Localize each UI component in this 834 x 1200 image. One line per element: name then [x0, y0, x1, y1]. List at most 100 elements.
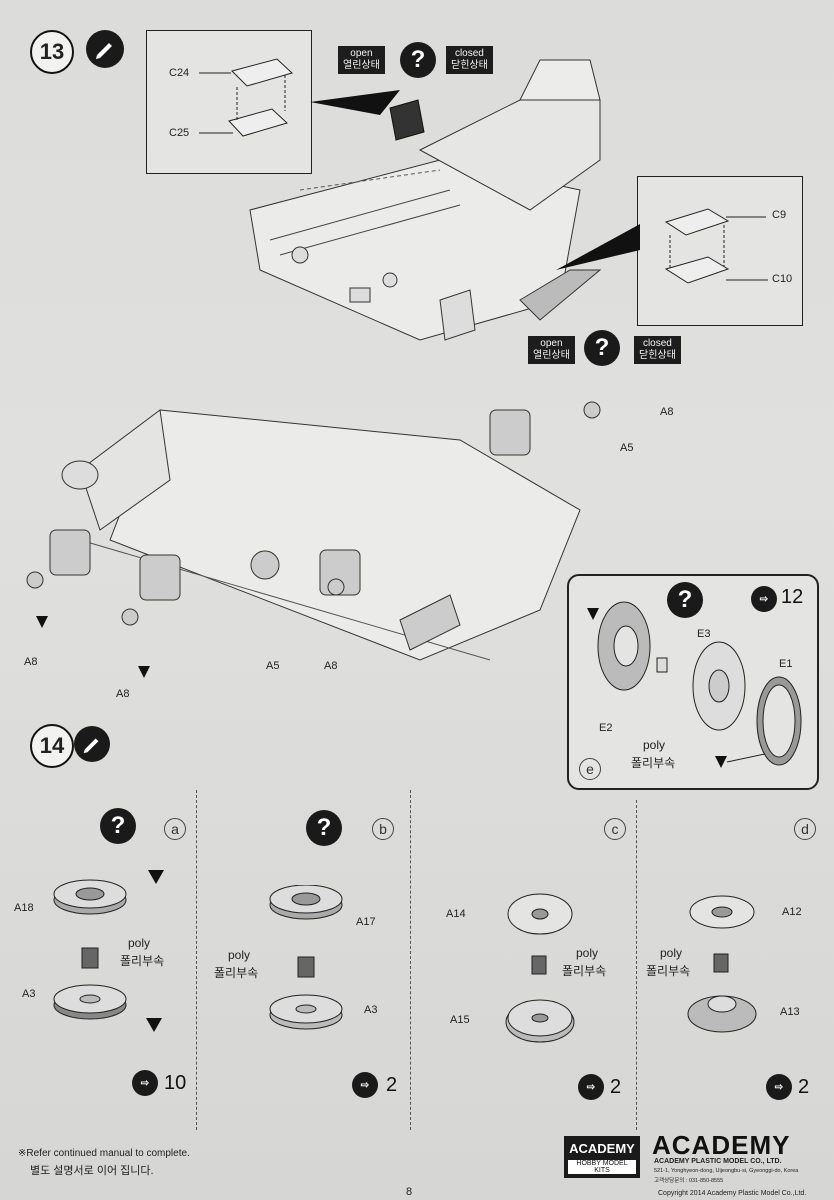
panel-letter-c: c — [604, 818, 626, 840]
poly-label-a: poly — [128, 936, 151, 950]
part-label-a5-right: A5 — [620, 442, 634, 454]
divider-2 — [410, 790, 411, 1130]
question-icon-2: ? — [584, 330, 620, 366]
question-mark-text: ? — [410, 46, 426, 73]
poly-label-e: poly — [643, 738, 666, 752]
closed-en: closed — [454, 48, 484, 59]
glue-icon — [86, 30, 124, 68]
poly-label-c: poly — [576, 946, 599, 960]
panel-letter-d: d — [794, 818, 816, 840]
lower-hull-drawing — [26, 401, 601, 678]
part-label-c9: C9 — [772, 209, 787, 221]
inset-hatch-left: C24 C25 — [146, 30, 312, 174]
poly-label-b: poly — [228, 948, 251, 962]
logo-small-bottom: HOBBY MODEL KITS — [568, 1160, 636, 1174]
inset-hatch-right: C9 C10 — [637, 176, 803, 326]
footer-note-en: ※Refer continued manual to complete. — [18, 1148, 190, 1159]
closed-ko: 닫힌상태 — [451, 60, 488, 71]
repeat-icon-d: ⇨ — [766, 1074, 792, 1100]
logo-small-top: ACADEMY — [569, 1141, 635, 1156]
step-14-number-text: 14 — [39, 733, 65, 758]
repeat-icon-e: ⇨ — [751, 586, 777, 612]
part-label-a3-b: A3 — [364, 1004, 378, 1016]
poly-label-d-ko: 폴리부속 — [646, 964, 691, 978]
hatch-drawing-right — [664, 208, 768, 284]
upper-hull-drawing — [249, 59, 602, 341]
wheel-b-drawing — [269, 885, 343, 1030]
question-icon-a: ? — [100, 808, 136, 844]
part-label-a15: A15 — [450, 1014, 470, 1026]
leader-arrow-right — [556, 224, 640, 270]
step-13-number-text: 13 — [39, 39, 65, 64]
part-label-c25: C25 — [169, 127, 190, 139]
quantity-a: 10 — [164, 1072, 187, 1094]
question-mark-e: ? — [677, 586, 693, 613]
step-13-number: 13 — [30, 30, 74, 74]
subassembly-e-box: ? ⇨ 12 E3 E1 E2 poly 폴리부속 e — [567, 574, 819, 790]
quantity-b: 2 — [386, 1074, 398, 1096]
divider-3 — [636, 800, 637, 1130]
poly-label-d: poly — [660, 946, 683, 960]
repeat-icon-c: ⇨ — [578, 1074, 604, 1100]
open-ko-2: 열린상태 — [533, 350, 570, 361]
academy-hobby-logo: ACADEMY HOBBY MODEL KITS — [564, 1136, 640, 1178]
part-label-a3-a: A3 — [22, 988, 36, 1000]
panel-letter-a: a — [164, 818, 186, 840]
wheel-a-drawing — [53, 870, 164, 1032]
question-icon: ? — [400, 42, 436, 78]
part-label-a14: A14 — [446, 908, 466, 920]
part-label-a18: A18 — [14, 902, 34, 914]
company-phone: 고객상담문의 : 031-850-8555 — [654, 1178, 724, 1184]
part-label-e2: E2 — [599, 722, 613, 734]
closed-ko-2: 닫힌상태 — [639, 350, 676, 361]
poly-label-b-ko: 폴리부속 — [214, 966, 259, 980]
footer-note-ko: 별도 설명서로 이어 집니다. — [30, 1165, 154, 1177]
academy-big-logo: ACADEMY — [652, 1130, 791, 1160]
quantity-c: 2 — [610, 1076, 622, 1098]
panel-letter-b: b — [372, 818, 394, 840]
sprocket-d-drawing — [687, 895, 757, 1033]
open-en: open — [350, 48, 373, 59]
glue-icon-14 — [74, 726, 110, 762]
open-ko: 열린상태 — [343, 60, 380, 71]
part-label-a8-bottom: A8 — [324, 660, 338, 672]
company-address: 521-1, Yonghyeon-dong, Uijeongbu-si, Gye… — [654, 1168, 799, 1174]
quantity-d: 2 — [798, 1076, 810, 1098]
part-label-c10: C10 — [772, 273, 793, 285]
part-label-a8-left2: A8 — [116, 688, 130, 700]
question-icon-e: ? — [667, 582, 703, 618]
part-label-a13: A13 — [780, 1006, 800, 1018]
question-icon-b: ? — [306, 810, 342, 846]
wheel-e-drawing — [587, 601, 802, 768]
part-label-a8-right: A8 — [660, 406, 674, 418]
poly-label-c-ko: 폴리부속 — [562, 964, 607, 978]
part-label-a5-bottom: A5 — [266, 660, 280, 672]
open-en-2: open — [540, 338, 563, 349]
hatch-drawing-left — [199, 58, 293, 137]
company-name: ACADEMY PLASTIC MODEL CO., LTD. — [654, 1158, 782, 1165]
closed-en-2: closed — [642, 338, 672, 349]
step-14-number: 14 — [30, 724, 74, 768]
question-mark-text-2: ? — [594, 334, 610, 361]
part-label-a8-left: A8 — [24, 656, 38, 668]
quantity-e: 12 — [781, 586, 804, 608]
copyright: Copyright 2014 Academy Plastic Model Co.… — [658, 1190, 807, 1197]
part-label-a12: A12 — [782, 906, 802, 918]
part-label-a17: A17 — [356, 916, 376, 928]
part-label-e1: E1 — [779, 658, 793, 670]
repeat-icon-b: ⇨ — [352, 1072, 378, 1098]
page-number: 8 — [406, 1186, 413, 1198]
poly-label-a-ko: 폴리부속 — [120, 954, 165, 968]
subassembly-letter-e: e — [579, 758, 601, 780]
part-label-e3: E3 — [697, 628, 711, 640]
poly-label-e-ko: 폴리부속 — [631, 756, 676, 770]
repeat-icon-a: ⇨ — [132, 1070, 158, 1096]
part-label-c24: C24 — [169, 67, 190, 79]
sprocket-c-drawing — [505, 893, 575, 1043]
divider-1 — [196, 790, 197, 1130]
